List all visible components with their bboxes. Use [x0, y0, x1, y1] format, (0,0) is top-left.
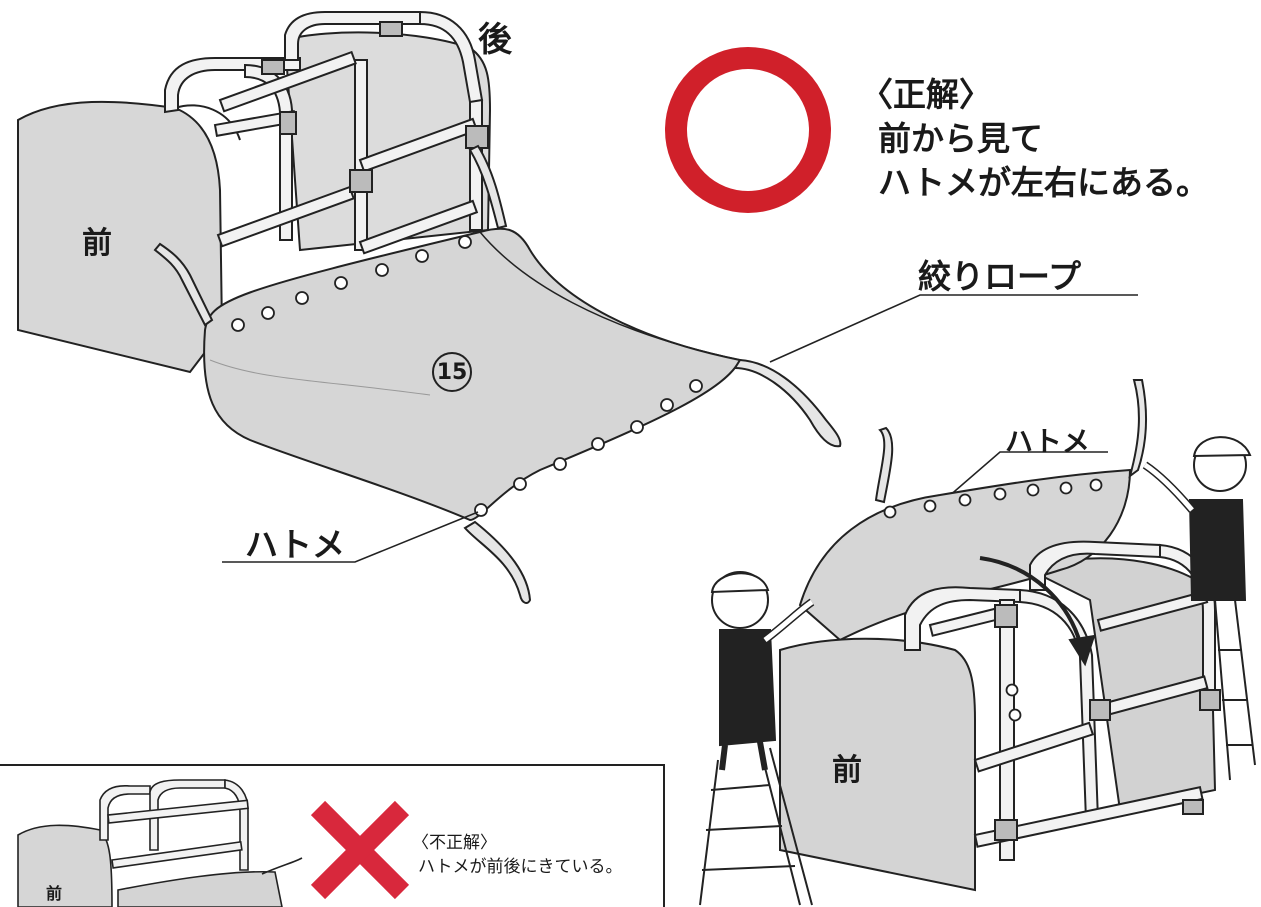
strap-back-top: [468, 144, 508, 230]
front-cover-bottom: [779, 637, 976, 892]
label-grommet-right: ハトメ: [1005, 425, 1090, 458]
grommets-bottom: [883, 478, 1103, 722]
part-number-badge: 15: [432, 352, 472, 392]
label-rope: 絞りロープ: [918, 257, 1082, 296]
direction-arrow: [979, 556, 1084, 651]
rope-bottom-left: [463, 520, 532, 604]
worker-left: [710, 571, 815, 771]
frame-pipes-top: [164, 10, 484, 255]
rope-left-bottom: [874, 426, 894, 504]
correct-line1: 前から見て: [878, 119, 1043, 158]
leader-grommet-right: [932, 451, 1108, 511]
pipe-fittings-top: [261, 21, 489, 193]
pipe-fittings-bottom: [994, 604, 1221, 841]
incorrect-line1: ハトメが前後にきている。: [418, 857, 623, 877]
worker-right: [1142, 436, 1252, 601]
inset-border: [0, 764, 665, 907]
cover-sheet-main: [203, 227, 742, 522]
inset-frame: [17, 779, 303, 907]
label-back: 後: [478, 20, 512, 60]
frame-assembly-top: [17, 10, 842, 604]
rope-right-bottom: [1128, 379, 1148, 479]
ladder-left: [699, 747, 813, 906]
grommets-top: [231, 235, 703, 517]
frame-assembly-bottom: [779, 379, 1221, 892]
ladder-right: [1214, 599, 1256, 781]
front-cover-top: [17, 100, 224, 374]
label-front-bottom: 前: [832, 753, 862, 788]
label-front-top: 前: [82, 226, 112, 261]
incorrect-inset: [0, 764, 665, 907]
strap-left-top: [153, 242, 214, 327]
label-front-inset: 前: [46, 884, 63, 903]
leader-rope: [769, 294, 1138, 363]
correct-line2: ハトメが左右にある。: [878, 163, 1209, 202]
rope-right-top: [733, 358, 842, 448]
correct-mark: [665, 47, 831, 213]
part-number: 15: [436, 359, 468, 385]
leader-lines: [222, 294, 1138, 563]
label-grommet-main: ハトメ: [245, 525, 345, 564]
correct-heading: 〈正解〉: [860, 75, 992, 114]
incorrect-heading: 〈不正解〉: [412, 833, 497, 853]
leader-grommet-main: [222, 511, 479, 563]
incorrect-mark: [310, 800, 410, 900]
